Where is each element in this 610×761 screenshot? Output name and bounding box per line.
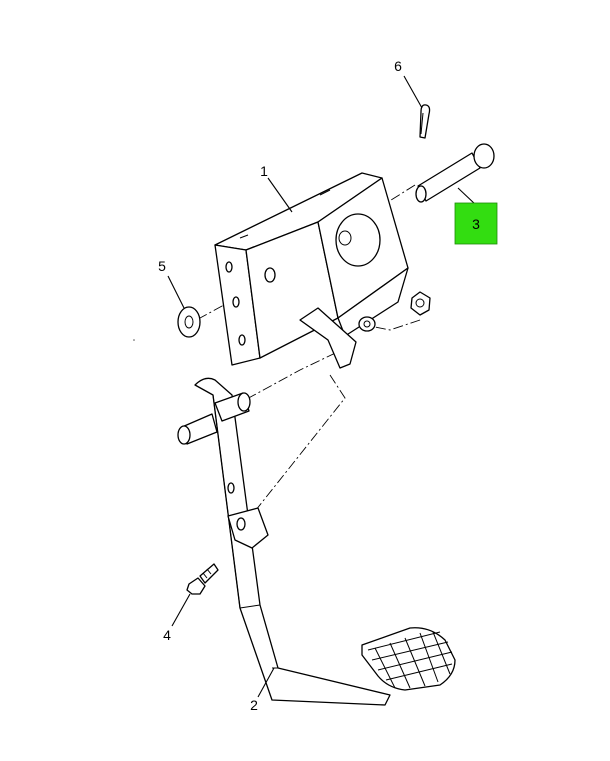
- lock-nut: [410, 291, 431, 316]
- callout-2[interactable]: 2: [250, 697, 258, 713]
- leader-lines: [167, 75, 477, 698]
- part-2-pedal-arm: [177, 377, 456, 706]
- pedal-pad-grid: [367, 631, 453, 689]
- small-washer: [358, 316, 376, 332]
- callout-3-highlight-box: [454, 202, 498, 245]
- callout-4[interactable]: 4: [163, 627, 171, 643]
- callout-3[interactable]: 3: [472, 216, 480, 232]
- part-1-mounting-bracket: [214, 172, 409, 369]
- part-3-clevis-pin: [415, 143, 495, 203]
- callout-6[interactable]: 6: [394, 58, 402, 74]
- stray-mark: [133, 339, 135, 341]
- callout-labels: 1 2 3 4 5 6: [158, 58, 480, 713]
- callout-1[interactable]: 1: [260, 163, 268, 179]
- part-5-flat-washer: [177, 306, 201, 338]
- callout-5[interactable]: 5: [158, 258, 166, 274]
- part-6-cotter-pin: [419, 104, 431, 139]
- part-4-bolt: [186, 563, 219, 595]
